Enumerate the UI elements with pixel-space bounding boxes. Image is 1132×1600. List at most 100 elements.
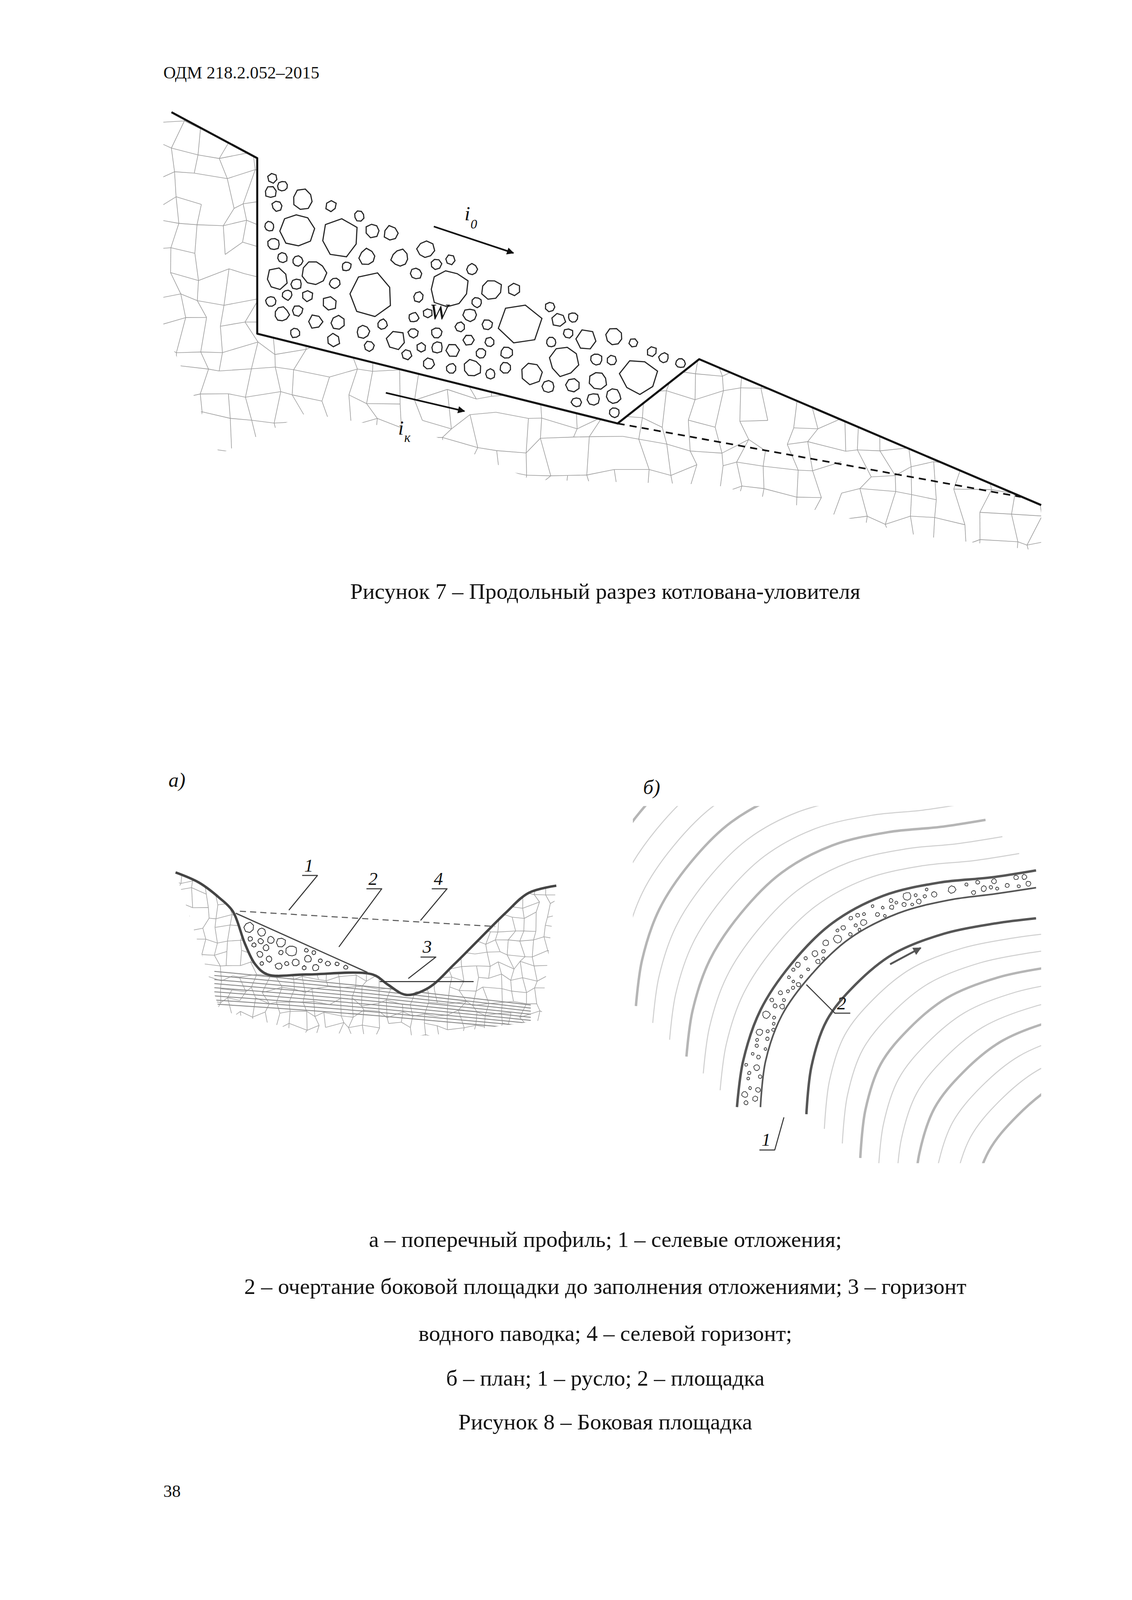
hatch-line <box>445 930 454 945</box>
hatch-line <box>885 575 891 590</box>
hatch-line <box>1004 351 1007 380</box>
hatch-line <box>170 928 178 930</box>
hatch-line <box>498 962 515 970</box>
hatch-line <box>227 169 256 179</box>
hatch-line <box>521 267 526 305</box>
hatch-line <box>399 274 406 301</box>
hatch-line <box>346 93 370 97</box>
hatch-line <box>857 364 884 381</box>
hatch-line <box>988 174 1006 178</box>
hatch-line <box>855 302 862 322</box>
hatch-line <box>392 880 401 885</box>
hatch-line <box>194 155 199 174</box>
hatch-line <box>551 269 578 271</box>
hatch-line <box>907 400 920 428</box>
hatch-line <box>315 893 327 895</box>
hatch-line <box>561 928 575 933</box>
hatch-line <box>710 520 725 551</box>
hatch-line <box>463 153 503 157</box>
hatch-line <box>349 395 352 427</box>
hatch-line <box>624 224 647 229</box>
hatch-line <box>809 392 841 397</box>
hatch-line <box>992 121 1016 130</box>
hatch-line <box>350 962 367 965</box>
hatch-line <box>817 561 840 575</box>
hatch-line <box>670 220 700 227</box>
hatch-line <box>511 917 524 919</box>
hatch-line <box>447 389 452 430</box>
hatch-line <box>230 570 233 592</box>
original-bed-line <box>617 423 1021 497</box>
hatch-line <box>375 438 377 479</box>
hatch-line <box>806 521 832 526</box>
hatch-line <box>245 321 272 323</box>
hatch-line <box>892 400 908 402</box>
hatch-line <box>228 871 234 877</box>
hatch-line <box>397 890 402 901</box>
hatch-line <box>307 563 330 575</box>
hatch-line <box>293 370 330 378</box>
hatch-line <box>447 389 477 400</box>
hatch-line <box>296 145 319 147</box>
rock <box>327 333 340 347</box>
hatch-line <box>960 292 961 317</box>
hatch-line <box>488 966 491 979</box>
hatch-line <box>820 266 846 281</box>
hatch-line <box>228 393 231 419</box>
hatch-line <box>469 198 501 201</box>
hatch-line <box>388 900 390 917</box>
hatch-line <box>461 966 477 968</box>
hatch-line <box>690 451 698 465</box>
hatch-line <box>232 583 244 592</box>
hatch-line <box>561 521 574 537</box>
hatch-line <box>646 511 665 522</box>
hatch-line <box>784 118 798 154</box>
hatch-line <box>567 223 578 250</box>
rock <box>265 186 277 198</box>
rock <box>575 329 596 350</box>
hatch-line <box>1026 252 1068 253</box>
hatch-line <box>660 96 664 121</box>
hatch-line <box>429 97 455 110</box>
hatch-line <box>1026 224 1028 253</box>
hatch-line <box>963 121 993 135</box>
rock <box>675 358 686 368</box>
hatch-line <box>953 489 992 490</box>
hatch-line <box>943 126 964 134</box>
hatch-line <box>339 945 341 958</box>
hatch-line <box>761 146 763 171</box>
hatch-line <box>556 895 562 901</box>
hatch-line <box>537 876 547 884</box>
hatch-line <box>343 876 354 877</box>
hatch-line <box>337 871 344 877</box>
hatch-line <box>377 924 387 929</box>
hatch-line <box>894 219 911 224</box>
hatch-line <box>561 537 600 544</box>
hatch-line <box>473 889 488 893</box>
hatch-line <box>403 968 418 970</box>
hatch-line <box>166 916 171 929</box>
hatch-line <box>349 314 351 352</box>
hatch-line <box>561 890 573 896</box>
hatch-line <box>1028 142 1030 168</box>
hatch-line <box>861 290 886 303</box>
hatch-line <box>523 99 528 120</box>
hatch-line <box>437 920 451 921</box>
hatch-line <box>449 376 464 380</box>
hatch-line <box>201 954 204 965</box>
hatch-line <box>669 537 700 552</box>
hatch-line <box>937 279 945 296</box>
hatch-line <box>425 865 430 883</box>
hatch-line <box>475 904 488 908</box>
hatch-line <box>300 563 308 594</box>
hatch-line <box>200 369 209 395</box>
hatch-line <box>225 242 243 255</box>
hatch-line <box>934 500 937 518</box>
hatch-line <box>589 346 624 351</box>
hatch-line <box>294 168 328 175</box>
hatch-line <box>710 550 748 551</box>
hatch-line <box>274 901 276 920</box>
hatch-line <box>401 197 416 208</box>
hatch-line <box>1029 295 1054 305</box>
hatch-line <box>905 145 945 153</box>
